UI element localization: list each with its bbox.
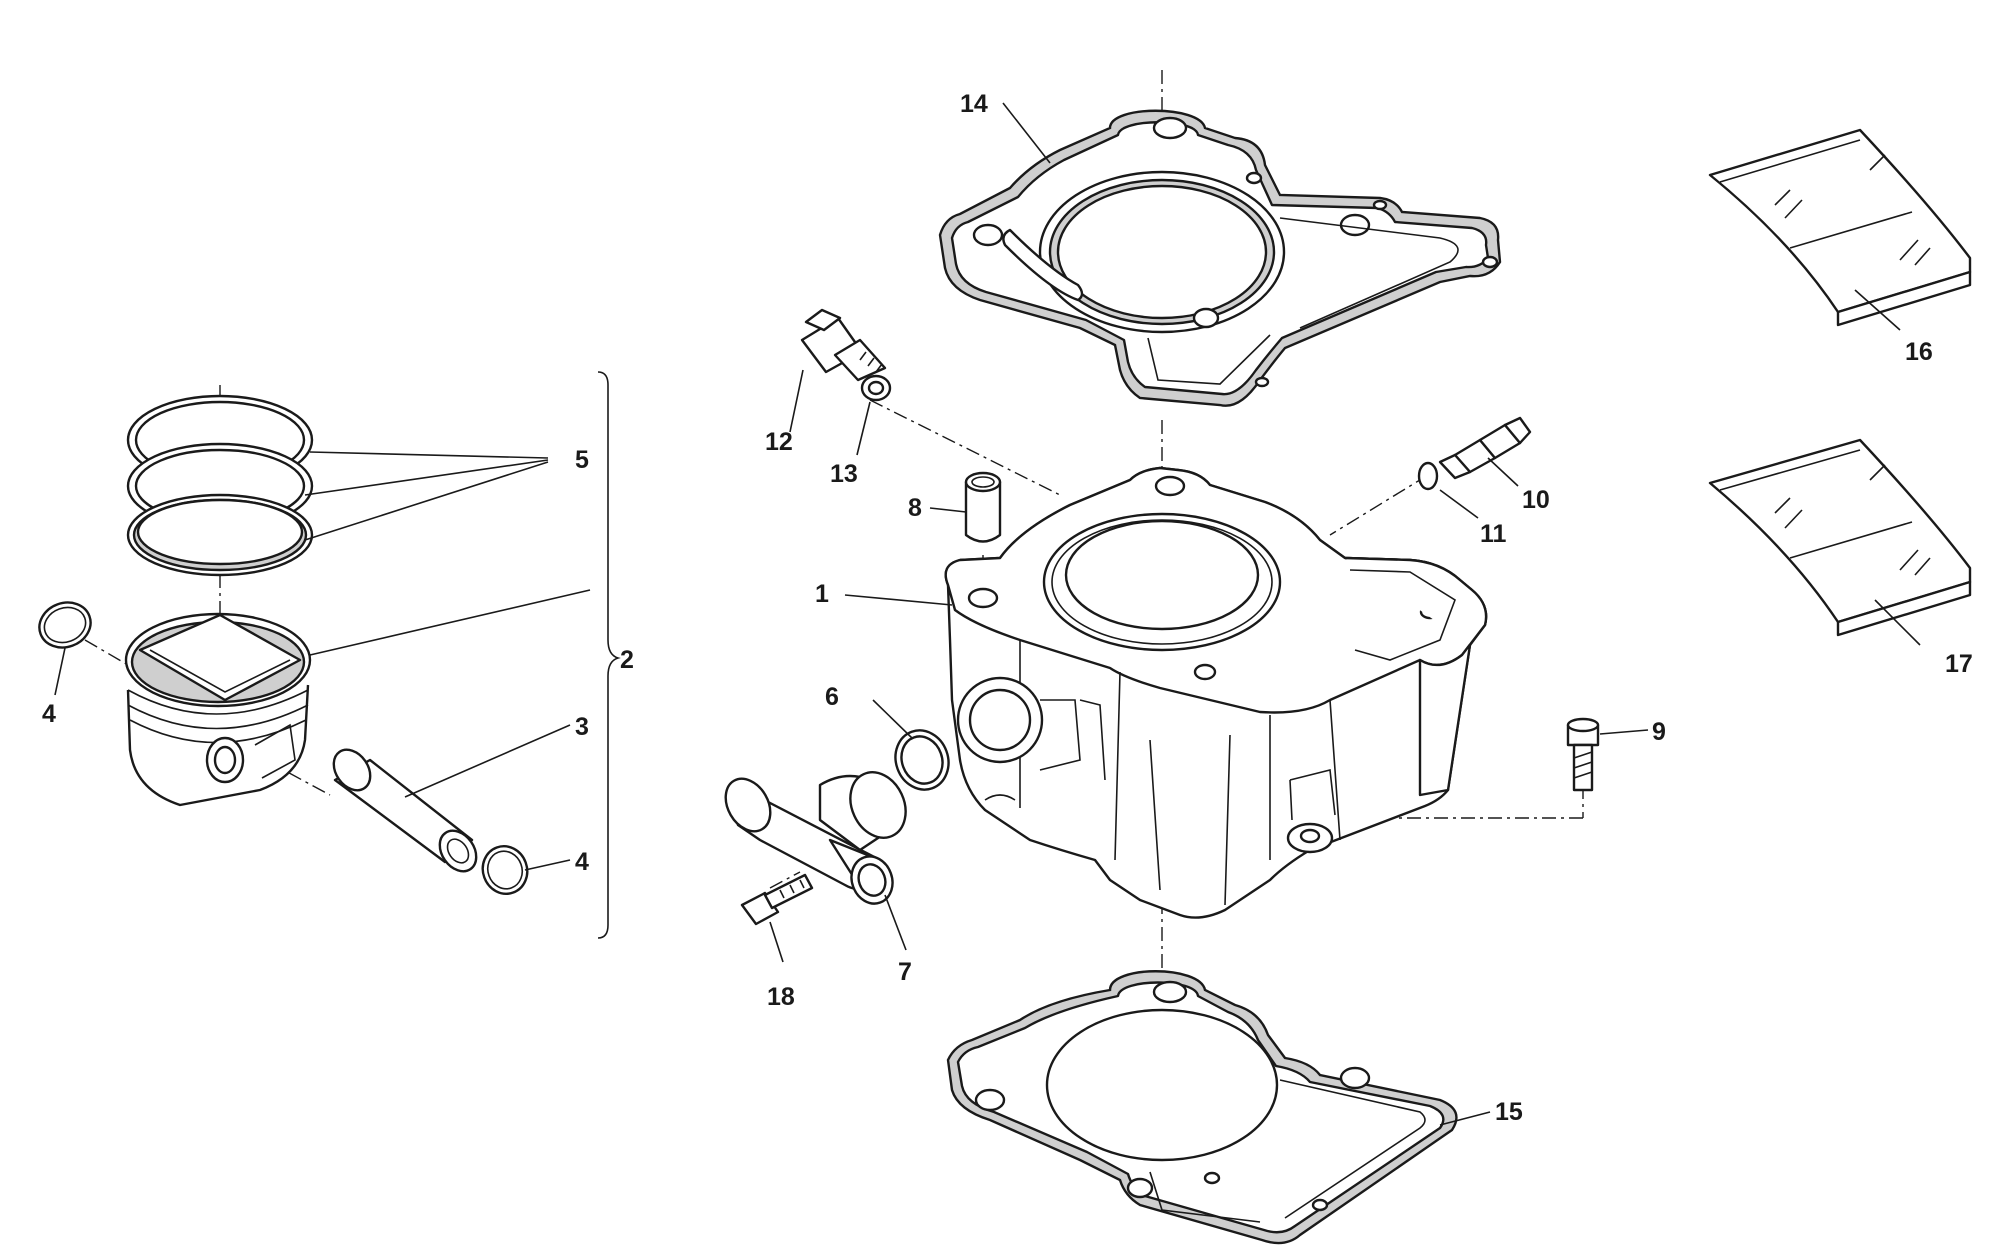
piston-ring-set — [126, 394, 314, 577]
callout-18: 18 — [767, 983, 795, 1011]
temperature-sensor — [1438, 416, 1532, 480]
callout-2: 2 — [620, 646, 634, 674]
cylinder-base-gasket — [946, 970, 1458, 1245]
dowel-pin — [964, 471, 1002, 543]
callout-13: 13 — [830, 460, 858, 488]
callout-4-left: 4 — [42, 700, 56, 728]
callout-11: 11 — [1480, 520, 1507, 548]
piston — [124, 612, 312, 807]
callout-7: 7 — [898, 958, 912, 986]
callout-12: 12 — [765, 428, 793, 456]
piston-pin-circlip-right — [481, 845, 529, 895]
bolt-9 — [1566, 717, 1600, 792]
sealant-packet-16 — [1708, 128, 1972, 327]
callout-5: 5 — [575, 446, 589, 474]
assembly-brace — [597, 371, 621, 939]
piston-pin — [332, 748, 478, 873]
callout-15: 15 — [1495, 1098, 1523, 1126]
water-pipe-fitting — [724, 771, 907, 905]
callout-14: 14 — [960, 90, 988, 118]
o-ring-6 — [894, 729, 950, 791]
callout-9: 9 — [1652, 718, 1666, 746]
callout-10: 10 — [1522, 486, 1550, 514]
leader-lines — [54, 102, 1921, 1126]
piston-pin-circlip-left — [38, 601, 92, 649]
o-ring-11 — [1417, 461, 1439, 491]
sealant-packet-17 — [1708, 438, 1972, 637]
callout-1: 1 — [815, 580, 829, 608]
bolt-12 — [800, 308, 887, 382]
callout-4-right: 4 — [575, 848, 589, 876]
callout-labels: 1 2 3 4 4 5 6 7 8 9 10 11 12 13 14 15 16… — [42, 90, 1973, 1126]
callout-3: 3 — [575, 713, 589, 741]
callout-8: 8 — [908, 494, 922, 522]
callout-17: 17 — [1945, 650, 1973, 678]
cylinder-block — [944, 466, 1488, 919]
bolt-18 — [740, 873, 814, 926]
callout-16: 16 — [1905, 338, 1933, 366]
cylinder-head-gasket — [938, 109, 1502, 407]
callout-6: 6 — [825, 683, 839, 711]
washer-13 — [860, 374, 892, 402]
